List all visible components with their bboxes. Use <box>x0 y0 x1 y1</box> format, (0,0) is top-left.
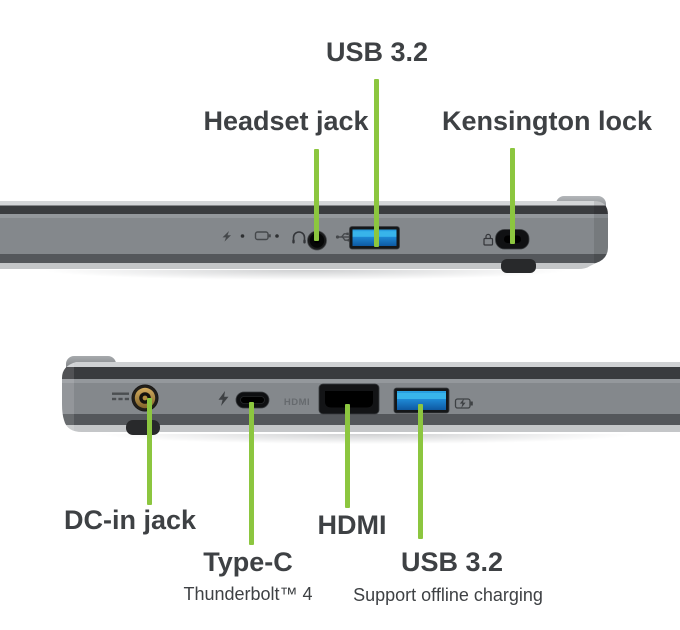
usb-a-port <box>393 387 450 414</box>
power-led-icon <box>222 231 245 242</box>
leader-line-usb-bottom <box>418 404 423 539</box>
usb-bottom-label: USB 3.2 <box>400 547 504 577</box>
dc-in-jack-port <box>131 384 159 412</box>
headset-jack-label: Headset jack <box>203 106 369 136</box>
hdmi-embossed-label: HDMI <box>284 397 310 408</box>
leader-line-kensington <box>510 148 515 244</box>
headset-icon <box>292 231 306 244</box>
laptop-right-side-image <box>0 196 608 273</box>
leader-line-hdmi <box>345 404 350 508</box>
dc-in-jack-label: DC-in jack <box>63 505 197 535</box>
usb-top-label: USB 3.2 <box>325 37 429 67</box>
hdmi-label: HDMI <box>317 510 387 540</box>
leader-line-dc <box>147 398 152 505</box>
thunderbolt-sub-label: Thunderbolt™ 4 <box>183 584 313 604</box>
lock-icon <box>483 233 494 246</box>
bottom-laptop-shadow <box>55 434 680 447</box>
hdmi-port <box>318 383 380 415</box>
leader-line-headset <box>314 149 319 241</box>
top-laptop-shadow <box>0 270 612 283</box>
offline-charging-icon <box>454 398 473 409</box>
thunderbolt-icon <box>218 391 229 406</box>
leader-line-usb-top <box>374 79 379 247</box>
rubber-foot <box>501 259 536 273</box>
kensington-lock-label: Kensington lock <box>441 106 653 136</box>
offline-charging-sub-label: Support offline charging <box>353 585 543 605</box>
type-c-label: Type-C <box>203 547 293 577</box>
leader-line-typec <box>249 402 254 545</box>
dc-in-icon <box>112 392 129 401</box>
laptop-left-side-image: HDMI <box>62 356 680 435</box>
battery-led-icon <box>254 231 279 241</box>
rubber-foot <box>126 420 160 435</box>
